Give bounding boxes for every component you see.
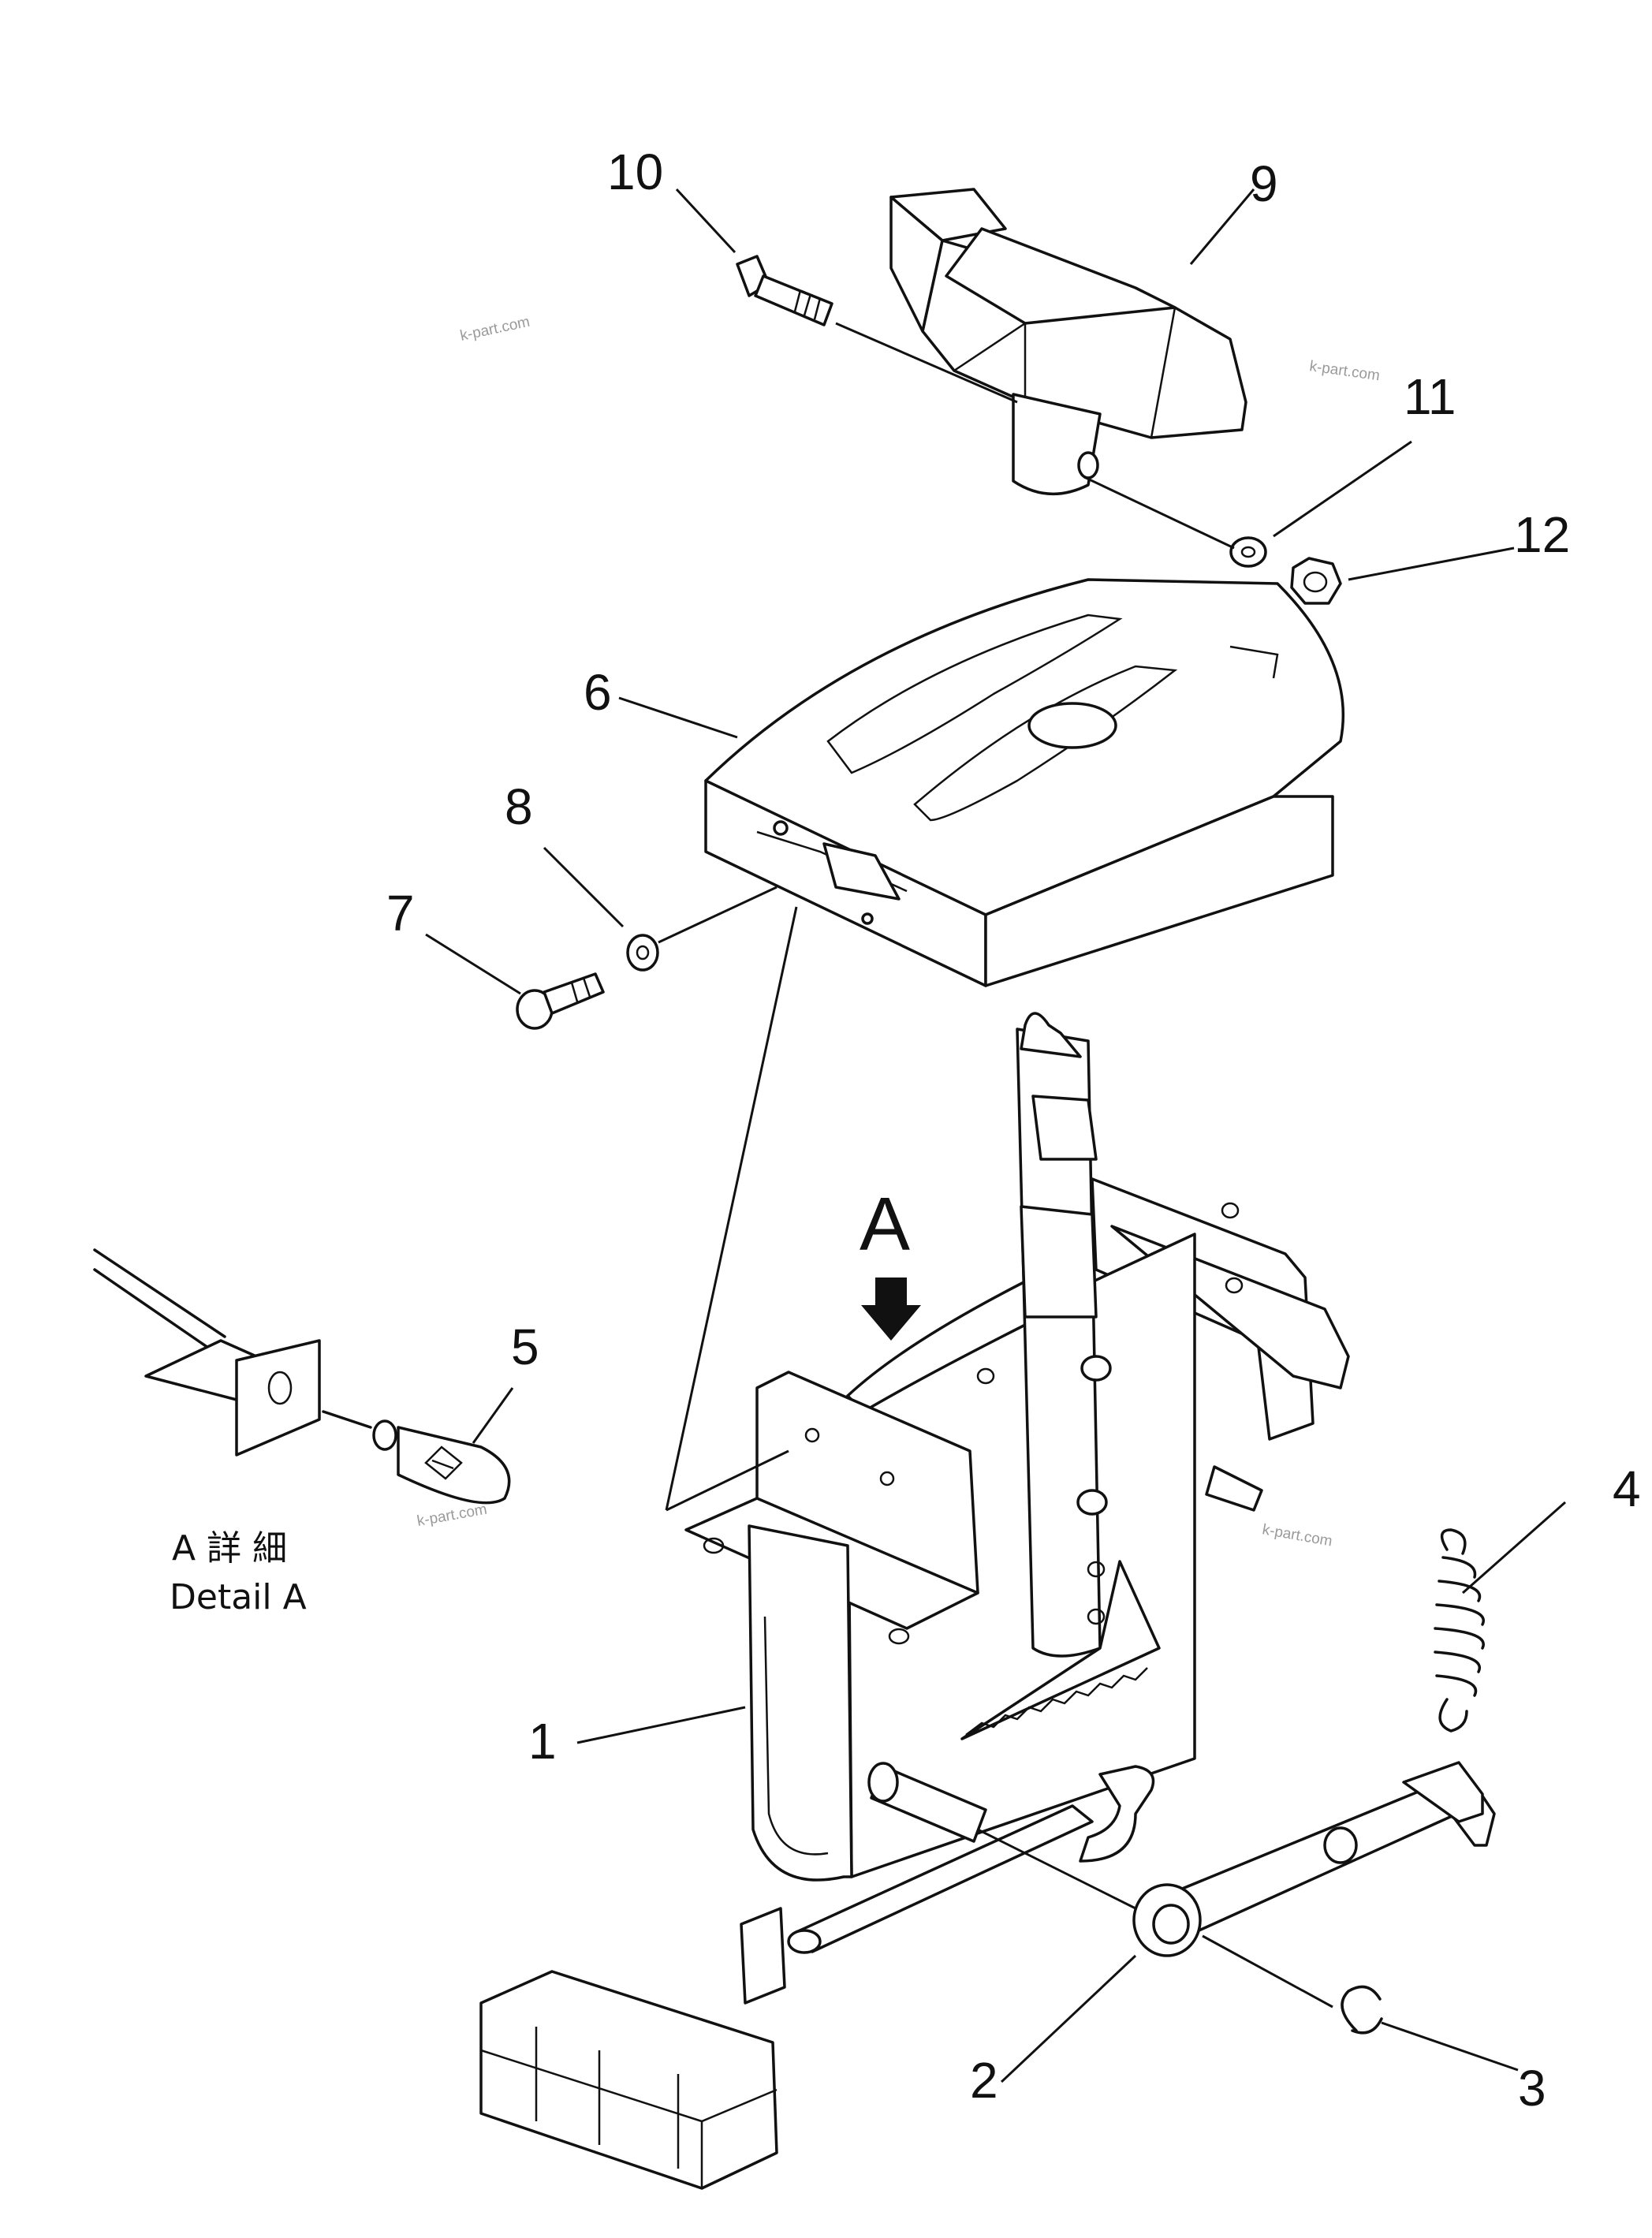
part-3-snap-ring (1341, 1985, 1383, 2035)
callout-6: 6 (584, 664, 612, 721)
part-12-nut (1290, 557, 1342, 605)
callout-8: 8 (505, 778, 533, 835)
part-2-link (1132, 1761, 1496, 1957)
watermark: k-part.com (459, 314, 531, 345)
detail-a-inset (93, 1248, 511, 1505)
callout-11: 11 (1404, 368, 1456, 425)
part-6-cover (704, 578, 1345, 987)
callout-2: 2 (970, 2052, 998, 2109)
callout-3: 3 (1518, 2060, 1546, 2117)
part-1-lever-bracket (479, 1012, 1350, 2190)
callout-10: 10 (607, 144, 663, 200)
part-9-knob (889, 188, 1247, 496)
watermark: k-part.com (416, 1501, 488, 1530)
part-8-washer (626, 934, 659, 972)
detail-caption-ja: A 詳 細 (172, 1528, 287, 1568)
callout-4: 4 (1613, 1460, 1641, 1517)
leader-lines (425, 188, 1566, 2083)
part-7-bolt (516, 972, 605, 1030)
part-4-spring (1434, 1528, 1485, 1733)
part-11-washer (1229, 536, 1267, 568)
watermark: k-part.com (1261, 1521, 1333, 1550)
detail-caption-en: Detail A (170, 1577, 307, 1617)
view-arrow-a: A (860, 1182, 921, 1341)
callout-1: 1 (528, 1713, 557, 1770)
callout-9: 9 (1250, 155, 1278, 212)
callout-5: 5 (511, 1319, 539, 1375)
view-letter-a: A (860, 1182, 910, 1266)
callout-7: 7 (386, 885, 415, 942)
part-10-bolt (736, 255, 833, 326)
callout-12: 12 (1514, 506, 1570, 563)
watermark: k-part.com (1308, 358, 1381, 384)
